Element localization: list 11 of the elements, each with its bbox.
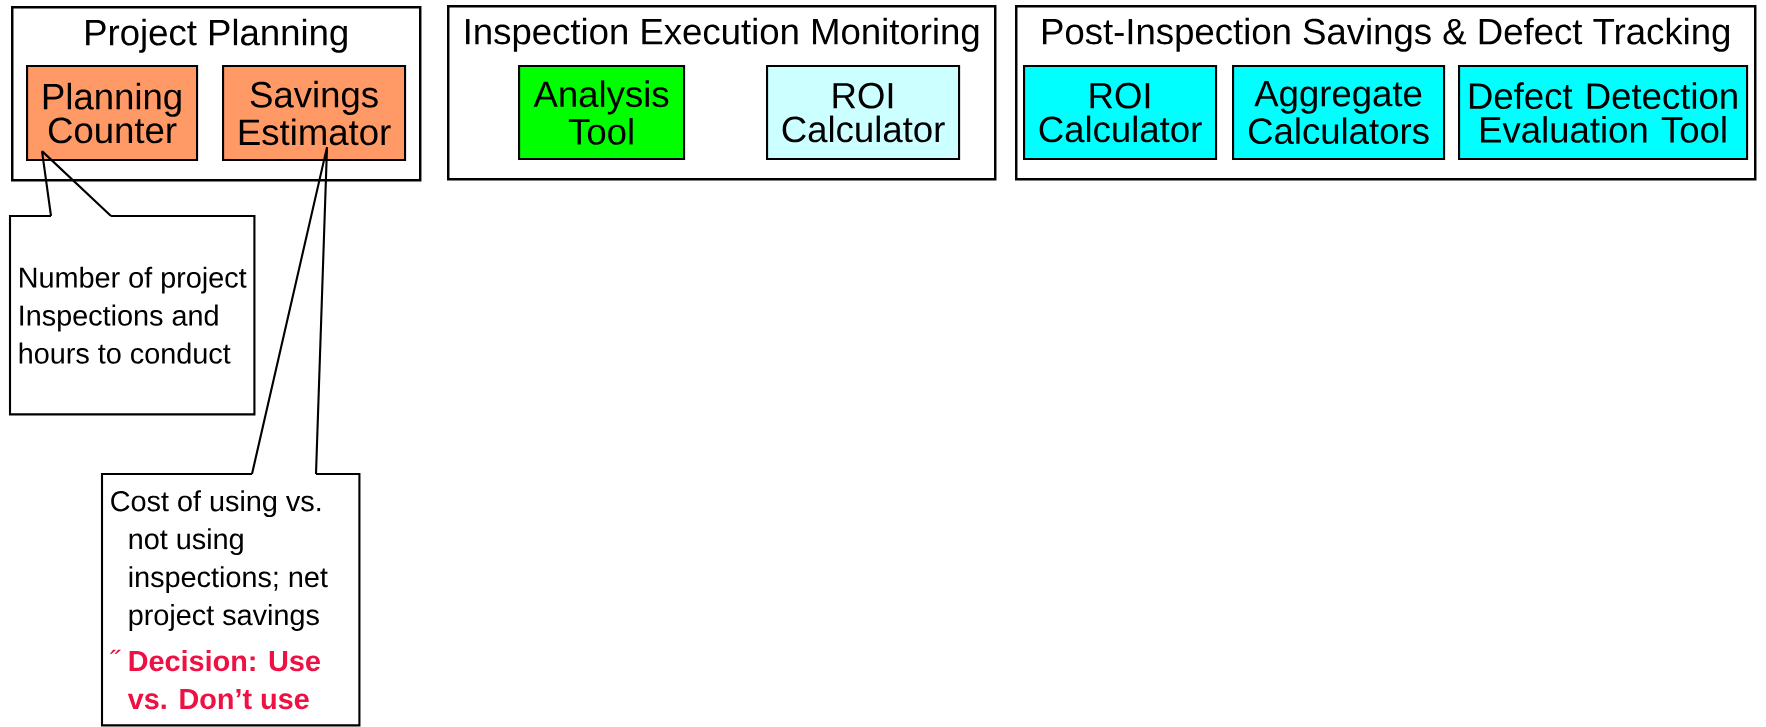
tool-box: Analysis Tool	[518, 65, 686, 161]
leader-line	[40, 150, 113, 218]
tool-box: Aggregate Calculators	[1232, 65, 1446, 161]
tool-box: ROI Calculator	[1023, 65, 1218, 161]
tool-box: Savings Estimator	[222, 65, 407, 162]
callout-box: Cost of using vs. not using inspections; net project savings ˝ Decision: Use vs. Don’t use	[100, 472, 361, 727]
tool-box: Planning Counter	[26, 65, 199, 162]
tool-box: ROI Calculator	[766, 65, 961, 161]
leader-line	[250, 146, 329, 476]
callout-box: Number of project Inspections and hours to conduct	[8, 214, 256, 416]
tool-box: Defect Detection Evaluation Tool	[1458, 65, 1749, 161]
